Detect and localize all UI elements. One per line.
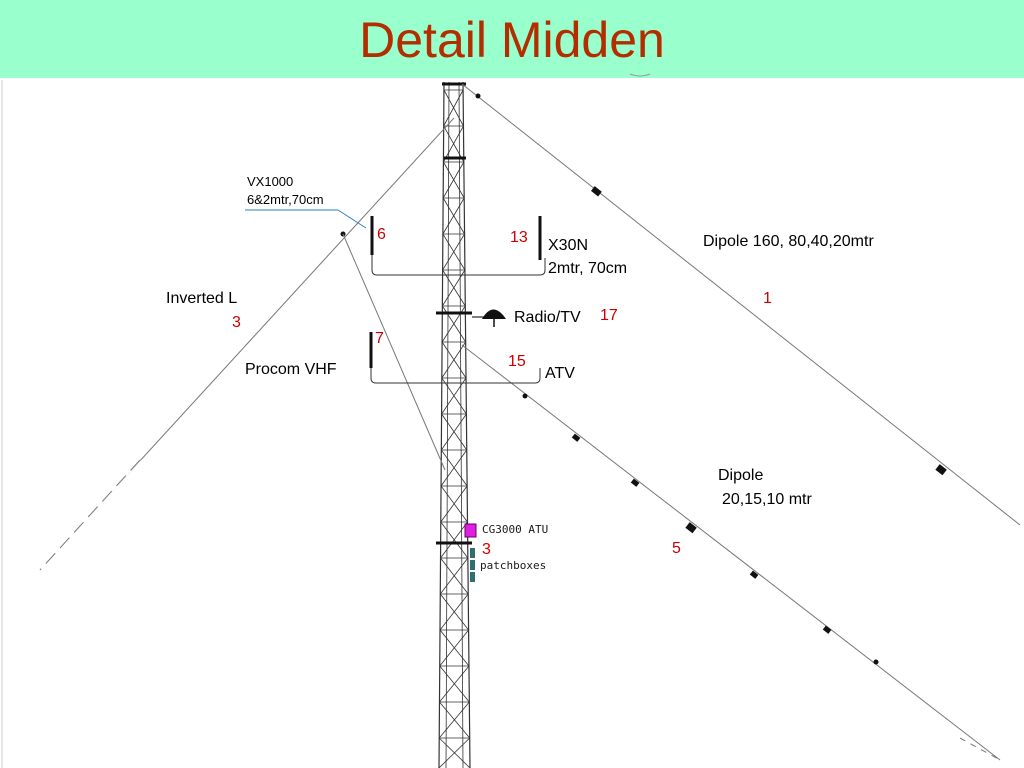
tower-brace	[442, 233, 465, 271]
tower-brace	[443, 125, 464, 163]
tower-brace	[439, 665, 470, 703]
patchbox-icon	[470, 572, 475, 582]
tower-brace	[442, 161, 465, 199]
slide-header	[0, 0, 1024, 78]
number-inverted-l: 3	[232, 314, 241, 331]
number-radio-tv: 17	[600, 307, 618, 324]
dipole-lower-wire	[461, 344, 1001, 761]
tower-brace	[443, 89, 464, 127]
tower-brace	[441, 377, 467, 415]
number-procom: 7	[375, 330, 384, 347]
tower-brace	[442, 197, 465, 235]
label-x30n: X30N	[548, 237, 589, 254]
label-inverted-l: Inverted L	[166, 290, 238, 307]
label-patchboxes: patchboxes	[480, 559, 547, 572]
label-vx1000: VX1000	[247, 174, 294, 189]
number-x30n: 13	[510, 229, 528, 246]
label-cg3000-atu: CG3000 ATU	[482, 523, 549, 536]
label-vx1000-bands: 6&2mtr,70cm	[247, 192, 324, 207]
label-dipole-lower-bands: 20,15,10 mtr	[722, 491, 812, 508]
lattice-tower	[438, 81, 471, 768]
tower-brace	[440, 449, 468, 487]
tower-brace	[438, 737, 470, 768]
vx1000-antenna	[370, 216, 546, 276]
label-dipole-160: Dipole 160, 80,40,20mtr	[703, 233, 874, 250]
tower-brace	[439, 593, 469, 631]
inverted-l-wire	[39, 117, 455, 571]
number-dipole-lower: 5	[672, 540, 681, 557]
number-atv: 15	[508, 353, 526, 370]
label-dipole-lower: Dipole	[718, 467, 764, 484]
tower-brace	[440, 521, 468, 559]
number-vx1000: 6	[377, 226, 386, 243]
tower-brace	[442, 269, 466, 307]
patchbox-icon	[470, 560, 475, 570]
dipole-160-wire	[461, 83, 1021, 526]
patchbox-icon	[470, 548, 475, 558]
top-mark	[629, 73, 651, 77]
tower-brace	[438, 701, 470, 739]
slide-title: Detail Midden	[359, 12, 665, 68]
procom-antenna	[369, 332, 541, 384]
tower-brace	[439, 629, 469, 667]
number-dipole-160: 1	[763, 290, 772, 307]
tower-brace	[440, 485, 468, 523]
tower-brace	[441, 341, 466, 379]
label-atv: ATV	[545, 365, 575, 382]
number-atu: 3	[482, 541, 491, 558]
tower-brace	[439, 557, 469, 595]
label-procom-vhf: Procom VHF	[245, 361, 337, 378]
label-radio-tv: Radio/TV	[514, 309, 581, 326]
vx1000-leader	[245, 209, 367, 229]
radio-tv-dish	[472, 309, 506, 327]
tower-brace	[440, 413, 467, 451]
atu-box	[464, 523, 477, 538]
dipole-lower-end	[959, 737, 1001, 761]
label-x30n-bands: 2mtr, 70cm	[548, 260, 628, 277]
